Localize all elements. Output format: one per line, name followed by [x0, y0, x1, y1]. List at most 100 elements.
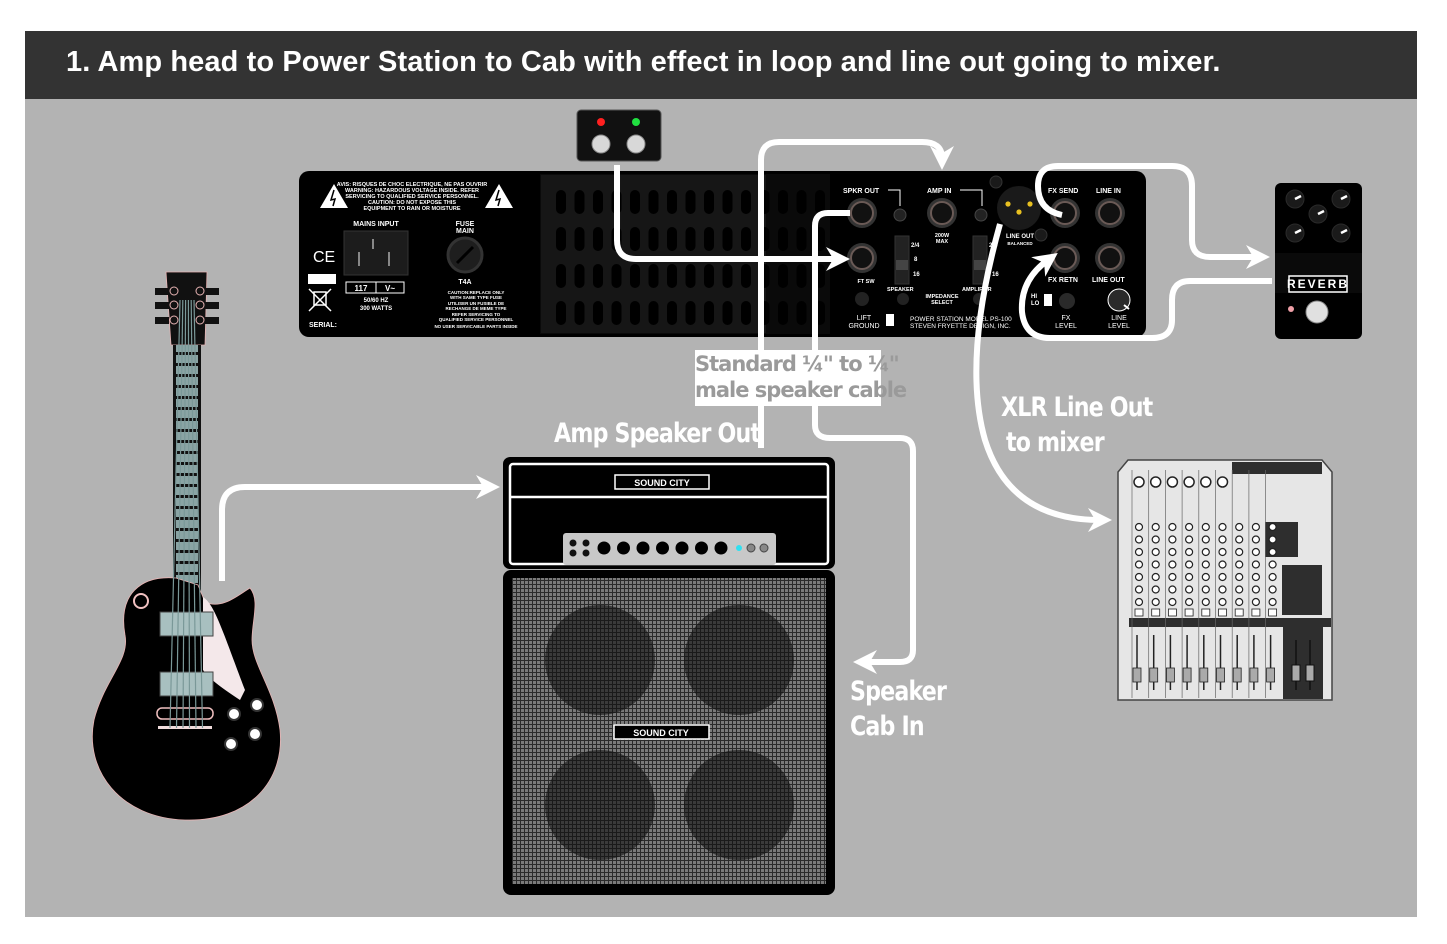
mixer-xlr-input[interactable] — [1216, 476, 1229, 488]
mixer-knob[interactable] — [1184, 535, 1194, 544]
amp-knob[interactable] — [597, 541, 611, 555]
mixer-knob[interactable] — [1134, 560, 1144, 569]
xlr-line-out-jack[interactable] — [989, 175, 1048, 242]
mixer-knob[interactable] — [1201, 560, 1210, 569]
mixer-knob[interactable] — [1268, 585, 1277, 594]
mixer-knob[interactable] — [1201, 572, 1210, 582]
mixer-xlr-input[interactable] — [1200, 476, 1212, 488]
mixer-xlr-input[interactable] — [1149, 476, 1162, 488]
mixer-knob[interactable] — [1151, 522, 1160, 532]
pedal-knob[interactable] — [1308, 204, 1328, 224]
mixer-knob[interactable] — [1268, 560, 1277, 569]
mixer-fader[interactable] — [1166, 667, 1175, 683]
guitar-tone-knob[interactable] — [227, 707, 241, 721]
amp-knob[interactable] — [695, 541, 708, 555]
guitar-volume-knob[interactable] — [250, 698, 264, 712]
mixer-fader[interactable] — [1182, 667, 1192, 683]
mixer-fader[interactable] — [1249, 667, 1259, 683]
mixer-button[interactable] — [1218, 608, 1227, 617]
pedal-knob[interactable] — [1331, 189, 1351, 209]
mixer-fader[interactable] — [1149, 667, 1159, 683]
mixer-knob[interactable] — [1235, 560, 1244, 569]
mixer-knob[interactable] — [1184, 597, 1194, 607]
mixer-knob[interactable] — [1134, 522, 1144, 532]
jack-amp-in[interactable] — [927, 198, 957, 228]
mixer-knob[interactable] — [1201, 585, 1210, 594]
jack-ft-sw[interactable] — [847, 243, 877, 273]
mixer-button[interactable] — [1268, 608, 1277, 617]
hi-lo-switch[interactable] — [1044, 294, 1052, 306]
amp-knob[interactable] — [617, 541, 630, 555]
mixer-knob[interactable] — [1168, 535, 1177, 544]
amp-standby-switch[interactable] — [759, 543, 769, 553]
mixer-knob[interactable] — [1218, 535, 1227, 544]
mixer-knob[interactable] — [1151, 597, 1160, 607]
mixer-button[interactable] — [1168, 608, 1177, 617]
guitar-volume-knob-2[interactable] — [248, 727, 262, 741]
mixer-knob[interactable] — [1251, 585, 1261, 594]
fx-level-knob[interactable] — [1059, 293, 1075, 309]
mixer-knob[interactable] — [1251, 522, 1261, 532]
mixer-knob[interactable] — [1151, 585, 1160, 594]
mixer-fader[interactable] — [1199, 667, 1209, 683]
mixer-knob[interactable] — [1168, 597, 1177, 607]
footswitch-button-2[interactable] — [626, 134, 646, 154]
footswitch-button-1[interactable] — [591, 134, 611, 154]
mixer-knob[interactable] — [1268, 535, 1277, 544]
amp-input-jack[interactable] — [569, 549, 577, 557]
mixer-button[interactable] — [1234, 608, 1244, 617]
mixer-master-fader[interactable] — [1291, 664, 1301, 682]
mixer-knob[interactable] — [1268, 572, 1277, 582]
jack-line-in[interactable] — [1095, 198, 1125, 228]
jack-fx-send[interactable] — [1050, 198, 1080, 228]
mixer-knob[interactable] — [1184, 547, 1194, 557]
mixer-knob[interactable] — [1151, 547, 1160, 557]
guitar-tone-knob-2[interactable] — [224, 737, 238, 751]
mixer-fader[interactable] — [1216, 667, 1225, 683]
amp-input-jack[interactable] — [582, 539, 590, 547]
mixer-knob[interactable] — [1235, 547, 1244, 557]
amp-knob[interactable] — [675, 541, 689, 555]
mixer-knob[interactable] — [1168, 560, 1177, 569]
mixer-knob[interactable] — [1201, 535, 1210, 544]
mixer-knob[interactable] — [1201, 597, 1210, 607]
iec-power-inlet[interactable] — [343, 230, 409, 276]
mixer-knob[interactable] — [1235, 597, 1244, 607]
mixer-knob[interactable] — [1268, 522, 1277, 532]
mixer-knob[interactable] — [1134, 585, 1144, 594]
mixer-knob[interactable] — [1218, 547, 1227, 557]
mixer-knob[interactable] — [1184, 572, 1194, 582]
mixer-knob[interactable] — [1251, 560, 1261, 569]
mixer-knob[interactable] — [1251, 535, 1261, 544]
mixer-xlr-input[interactable] — [1183, 476, 1195, 488]
mixer-knob[interactable] — [1168, 522, 1177, 532]
mixer-button[interactable] — [1184, 608, 1194, 617]
pedal-footswitch[interactable] — [1305, 300, 1329, 324]
mixer-knob[interactable] — [1184, 560, 1194, 569]
lift-ground-button[interactable] — [855, 292, 869, 306]
jack-line-out[interactable] — [1095, 243, 1125, 273]
mixer-knob[interactable] — [1151, 560, 1160, 569]
mixer-knob[interactable] — [1251, 547, 1261, 557]
mixer-fader[interactable] — [1232, 667, 1242, 683]
mixer-knob[interactable] — [1201, 522, 1210, 532]
mixer-button[interactable] — [1151, 608, 1161, 617]
amp-knob[interactable] — [636, 541, 650, 555]
amp-input-jack[interactable] — [569, 539, 577, 547]
mixer-knob[interactable] — [1251, 597, 1261, 607]
guitar-selector-switch[interactable] — [133, 593, 149, 609]
mixer-knob[interactable] — [1168, 585, 1177, 594]
mixer-knob[interactable] — [1151, 572, 1160, 582]
mixer-xlr-input[interactable] — [1166, 476, 1179, 488]
mixer-knob[interactable] — [1134, 547, 1144, 557]
mixer-knob[interactable] — [1134, 535, 1144, 544]
mixer-knob[interactable] — [1235, 522, 1244, 532]
jack-spkr-out[interactable] — [847, 198, 877, 228]
mixer-button[interactable] — [1251, 608, 1261, 617]
mixer-knob[interactable] — [1134, 572, 1144, 582]
mixer-knob[interactable] — [1218, 572, 1227, 582]
mixer-knob[interactable] — [1168, 572, 1177, 582]
mixer-knob[interactable] — [1218, 585, 1227, 594]
mixer-knob[interactable] — [1235, 572, 1244, 582]
line-level-knob[interactable] — [1107, 288, 1131, 312]
